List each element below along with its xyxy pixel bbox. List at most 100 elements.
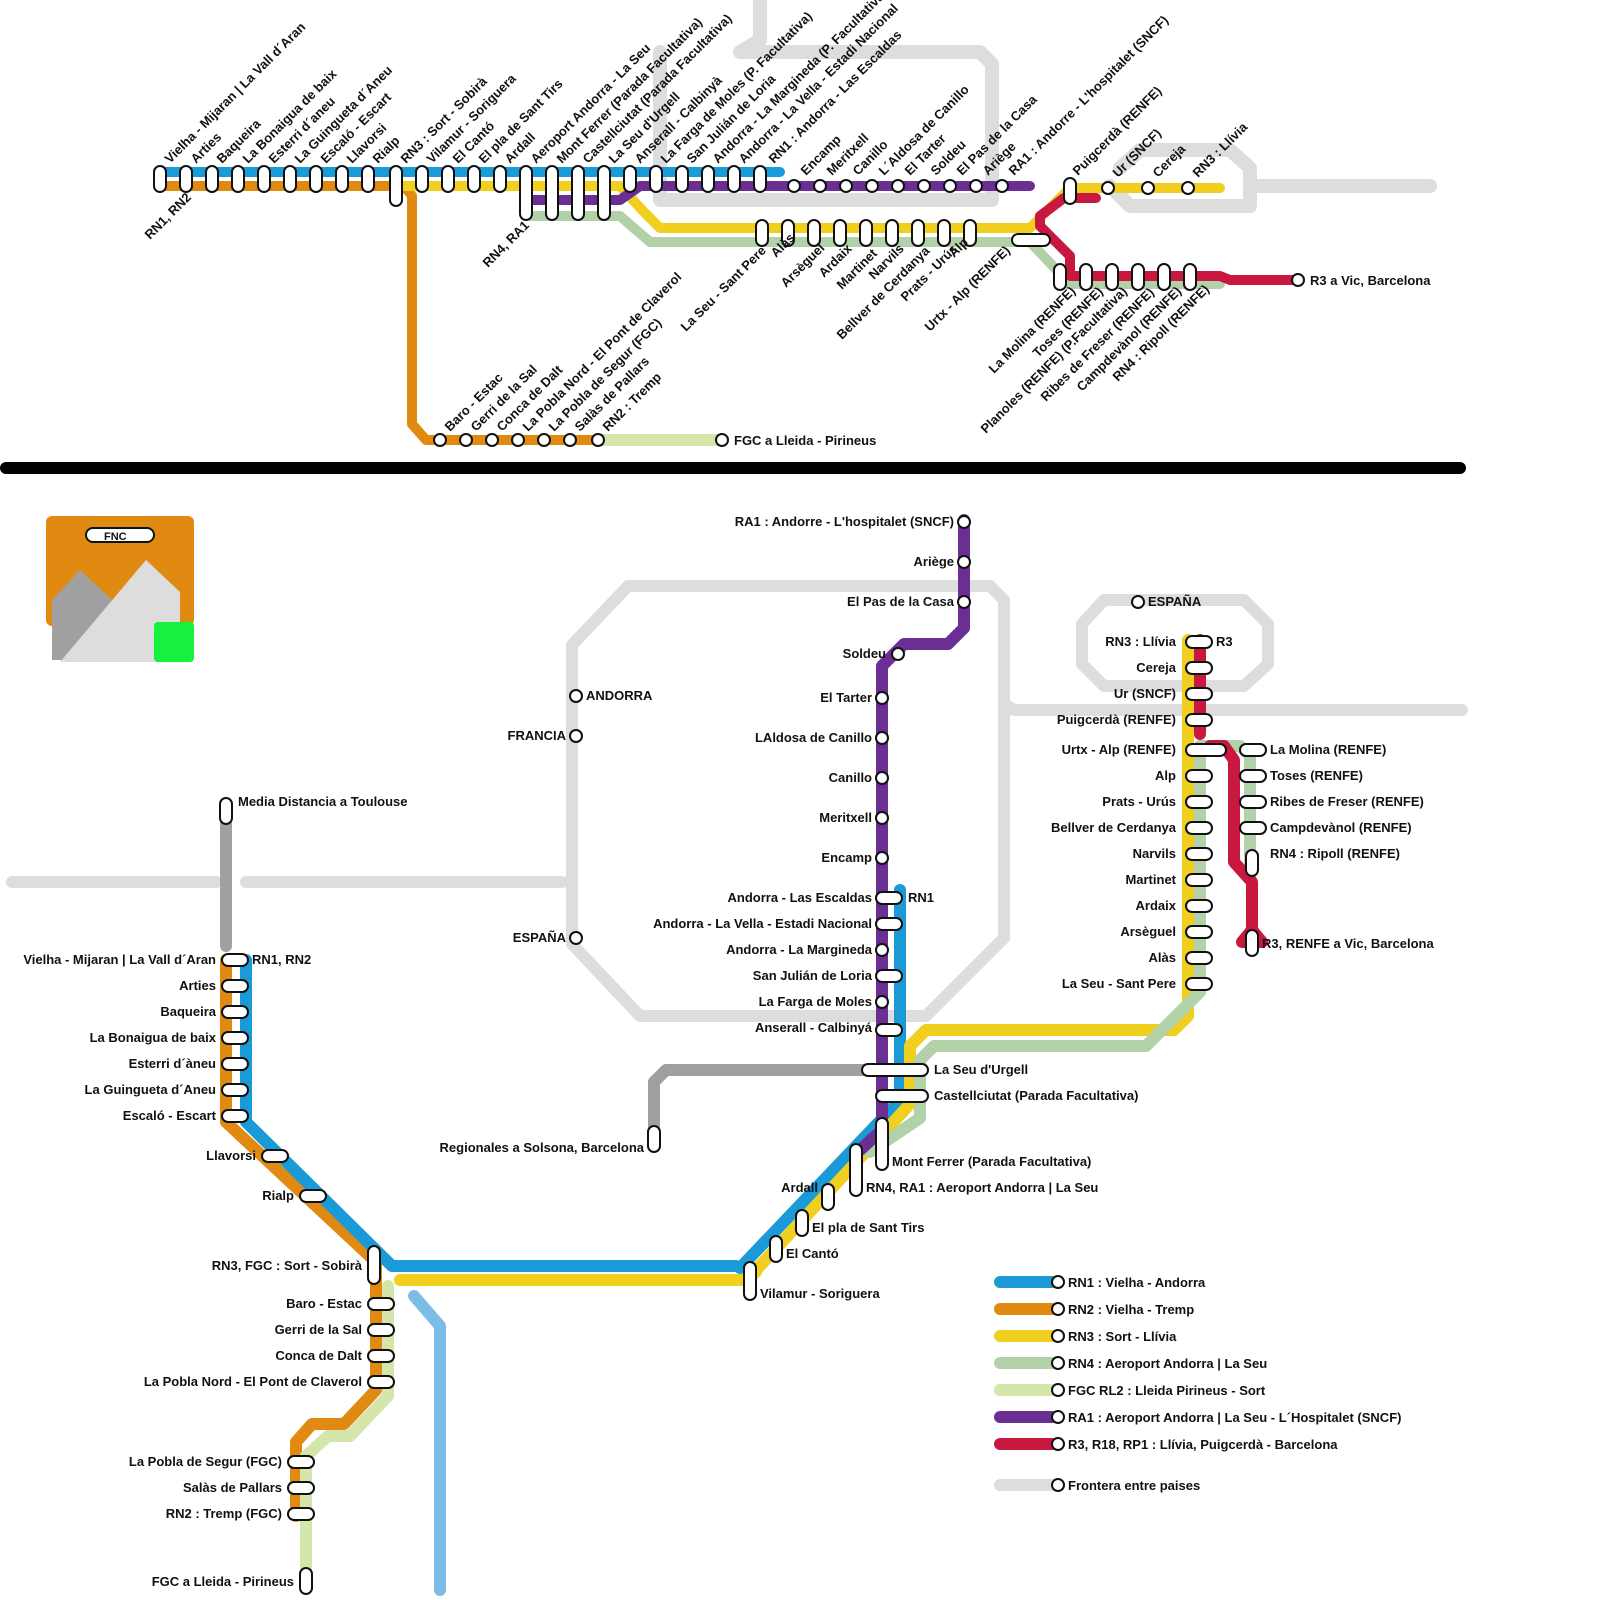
station[interactable] (1185, 873, 1213, 887)
station[interactable] (1185, 925, 1213, 939)
station[interactable] (367, 1297, 395, 1311)
top-station[interactable] (649, 165, 663, 193)
station[interactable] (569, 729, 583, 743)
station[interactable] (875, 917, 903, 931)
station[interactable] (875, 811, 889, 825)
top-station[interactable] (1131, 263, 1145, 291)
station[interactable] (1185, 847, 1213, 861)
top-station[interactable] (257, 165, 271, 193)
top-station[interactable] (911, 219, 925, 247)
top-station[interactable] (459, 433, 473, 447)
top-station[interactable] (1101, 181, 1115, 195)
top-station[interactable] (591, 433, 605, 447)
station[interactable] (875, 771, 889, 785)
station[interactable] (957, 555, 971, 569)
top-station[interactable] (415, 165, 429, 193)
top-station[interactable] (859, 219, 873, 247)
station[interactable] (299, 1189, 327, 1203)
station[interactable] (957, 595, 971, 609)
top-station[interactable] (205, 165, 219, 193)
top-station[interactable] (519, 165, 533, 221)
top-station[interactable] (963, 219, 977, 247)
station[interactable] (743, 1261, 757, 1301)
station[interactable] (647, 1125, 661, 1153)
top-station[interactable] (1291, 273, 1305, 287)
station[interactable] (875, 1117, 889, 1171)
station[interactable] (1239, 821, 1267, 835)
station[interactable] (221, 1109, 249, 1123)
station[interactable] (221, 1005, 249, 1019)
station[interactable] (221, 1083, 249, 1097)
station[interactable] (875, 691, 889, 705)
station[interactable] (1185, 769, 1213, 783)
station[interactable] (1185, 951, 1213, 965)
station[interactable] (367, 1349, 395, 1363)
top-station[interactable] (781, 219, 795, 247)
station[interactable] (367, 1245, 381, 1285)
station[interactable] (1245, 849, 1259, 877)
station[interactable] (1185, 661, 1213, 675)
station[interactable] (849, 1143, 863, 1197)
station[interactable] (221, 1057, 249, 1071)
station[interactable] (367, 1375, 395, 1389)
station[interactable] (1245, 929, 1259, 957)
station[interactable] (1185, 899, 1213, 913)
top-station[interactable] (753, 165, 767, 193)
top-station[interactable] (917, 179, 931, 193)
station[interactable] (957, 515, 971, 529)
station[interactable] (1185, 795, 1213, 809)
top-station[interactable] (153, 165, 167, 193)
station[interactable] (287, 1455, 315, 1469)
top-station[interactable] (995, 179, 1009, 193)
top-station[interactable] (571, 165, 585, 221)
station[interactable] (287, 1507, 315, 1521)
station[interactable] (875, 995, 889, 1009)
top-station[interactable] (943, 179, 957, 193)
station[interactable] (1185, 635, 1213, 649)
top-station[interactable] (597, 165, 611, 221)
top-station[interactable] (701, 165, 715, 193)
station[interactable] (769, 1235, 783, 1263)
top-station[interactable] (813, 179, 827, 193)
top-station[interactable] (389, 165, 403, 207)
station[interactable] (1239, 743, 1267, 757)
station[interactable] (221, 1031, 249, 1045)
top-station[interactable] (283, 165, 297, 193)
top-station[interactable] (1157, 263, 1171, 291)
station[interactable] (1185, 687, 1213, 701)
top-station[interactable] (485, 433, 499, 447)
top-station[interactable] (179, 165, 193, 193)
station[interactable] (221, 979, 249, 993)
station[interactable] (875, 731, 889, 745)
top-station[interactable] (833, 219, 847, 247)
station[interactable] (1185, 977, 1213, 991)
station[interactable] (875, 943, 889, 957)
station[interactable] (569, 931, 583, 945)
station[interactable] (299, 1567, 313, 1595)
station[interactable] (891, 647, 905, 661)
top-station[interactable] (937, 219, 951, 247)
station[interactable] (1185, 821, 1213, 835)
top-station[interactable] (885, 219, 899, 247)
top-station[interactable] (1011, 233, 1051, 247)
top-station[interactable] (807, 219, 821, 247)
station[interactable] (1131, 595, 1145, 609)
station[interactable] (821, 1183, 835, 1211)
station[interactable] (875, 969, 903, 983)
station[interactable] (367, 1323, 395, 1337)
top-station[interactable] (231, 165, 245, 193)
station[interactable] (219, 797, 233, 825)
station[interactable] (1239, 769, 1267, 783)
station[interactable] (569, 689, 583, 703)
top-station[interactable] (891, 179, 905, 193)
station[interactable] (1185, 713, 1213, 727)
station[interactable] (221, 953, 249, 967)
top-station[interactable] (441, 165, 455, 193)
top-station[interactable] (511, 433, 525, 447)
top-station[interactable] (467, 165, 481, 193)
top-station[interactable] (563, 433, 577, 447)
top-station[interactable] (969, 179, 983, 193)
station[interactable] (875, 1089, 929, 1103)
top-station[interactable] (675, 165, 689, 193)
top-station[interactable] (545, 165, 559, 221)
